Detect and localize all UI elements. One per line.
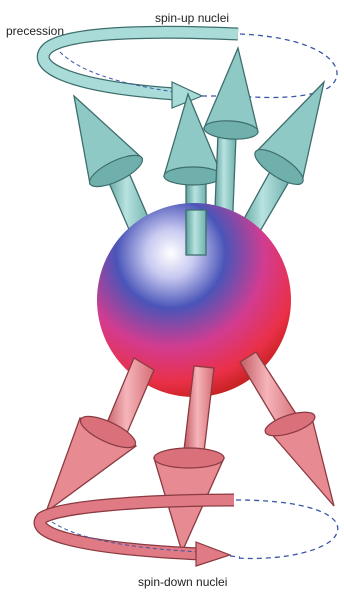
spin-up-arrow-right [240,82,324,238]
spin-up-orbit [43,32,337,108]
spin-up-label: spin-up nuclei [155,11,229,25]
spin-down-arrow-left [46,358,154,512]
spin-down-label: spin-down nuclei [138,575,227,589]
spin-down-arrow-right [240,352,334,506]
spin-up-arrow-center-base [186,210,206,255]
precession-label: precession [6,24,64,38]
spin-up-arrow-left [74,96,151,234]
orbit-arrowhead-icon [196,542,230,566]
